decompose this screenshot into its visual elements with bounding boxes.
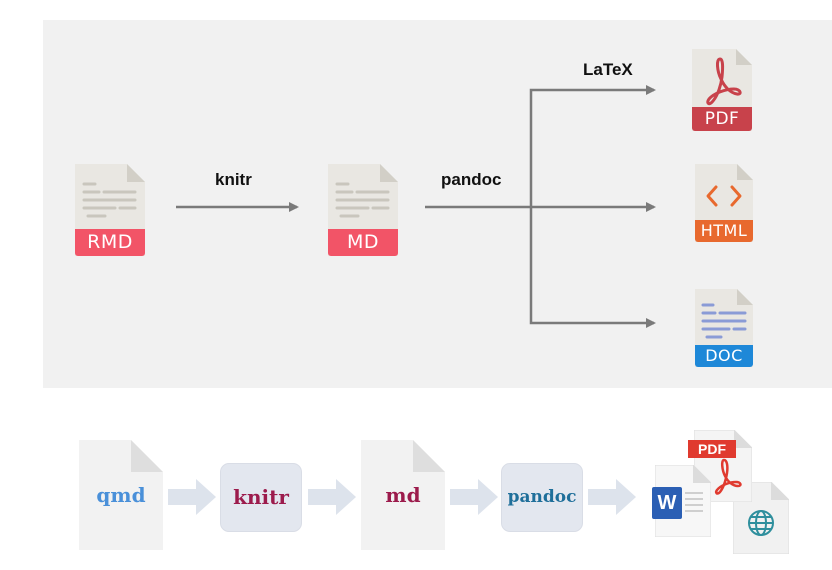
knitr-edge-label: knitr bbox=[215, 170, 252, 189]
pdf-badge: PDF bbox=[692, 107, 752, 131]
md-label: md bbox=[385, 483, 421, 507]
word-output-page: W bbox=[652, 464, 712, 538]
html-document-icon: HTML bbox=[695, 164, 753, 242]
knitr-step-box: knitr bbox=[220, 463, 302, 532]
md-file-page: md bbox=[361, 440, 445, 550]
knitr-step-label: knitr bbox=[233, 485, 289, 509]
qmd-file-page: qmd bbox=[79, 440, 163, 550]
md-badge: MD bbox=[328, 229, 398, 256]
qmd-label: qmd bbox=[96, 483, 146, 507]
html-badge: HTML bbox=[695, 220, 753, 242]
code-brackets-icon bbox=[706, 185, 742, 207]
chevron-arrow-icon bbox=[588, 479, 636, 515]
rmd-document-icon: RMD bbox=[75, 164, 145, 256]
flow-arrows bbox=[176, 85, 656, 328]
doc-branch-arrow bbox=[529, 207, 656, 328]
acrobat-icon bbox=[714, 458, 742, 495]
text-lines-icon bbox=[701, 303, 747, 339]
latex-branch-arrow bbox=[529, 85, 656, 207]
rmd-badge: RMD bbox=[75, 229, 145, 256]
latex-edge-label: LaTeX bbox=[583, 60, 633, 79]
word-icon: W bbox=[652, 487, 682, 519]
pandoc-edge-label: pandoc bbox=[441, 170, 502, 189]
globe-icon bbox=[748, 510, 774, 536]
chevron-arrow-icon bbox=[450, 479, 498, 515]
pdf-document-icon: PDF bbox=[692, 49, 752, 131]
doc-document-icon: DOC bbox=[695, 289, 753, 367]
acrobat-icon bbox=[706, 57, 742, 106]
pandoc-step-box: pandoc bbox=[501, 463, 583, 532]
doc-badge: DOC bbox=[695, 345, 753, 367]
chevron-arrow-icon bbox=[308, 479, 356, 515]
chevron-arrow-icon bbox=[168, 479, 216, 515]
pdf-output-badge: PDF bbox=[688, 440, 736, 458]
pandoc-step-label: pandoc bbox=[507, 487, 577, 507]
md-document-icon: MD bbox=[328, 164, 398, 256]
